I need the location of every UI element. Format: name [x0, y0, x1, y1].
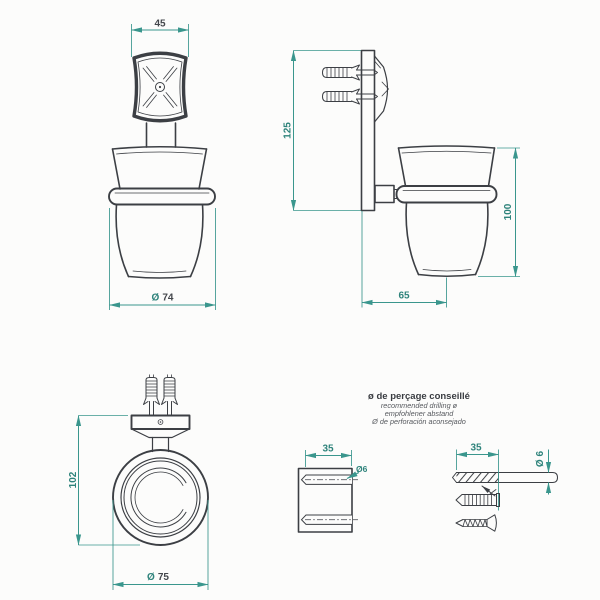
wall-screw-bottom	[322, 88, 378, 105]
mounting-stem-front	[145, 122, 177, 148]
holder-ring-front	[108, 187, 216, 206]
cup-height-dimension: 100	[478, 147, 520, 277]
wall-plate-side	[360, 49, 389, 212]
plate-height-value: 125	[283, 122, 294, 139]
glass-tumbler-front	[111, 145, 208, 190]
plate-cross-highlight	[142, 66, 178, 108]
hole-diameter-callout: Ø6	[346, 464, 368, 479]
drill-flutes	[456, 472, 499, 483]
wall-plate-top-view	[130, 414, 191, 453]
hole-depth-dimension: 35	[305, 444, 352, 467]
wall-offset-dimension: 65	[361, 211, 447, 308]
front-view: 45	[108, 19, 216, 310]
wall-cross-section	[297, 467, 358, 533]
holder-cup-side	[405, 201, 489, 278]
tumbler-circles-top-view	[112, 449, 209, 546]
legend-subtitle-en: recommended drilling ø	[381, 401, 458, 410]
drill-diameter-value: Ø 6	[535, 451, 546, 468]
plate-height-dimension: 125	[283, 50, 361, 211]
legend-subtitle-es: Ø de perforación aconsejado	[371, 417, 466, 426]
hatched-wall	[297, 467, 353, 533]
wall-plug	[455, 485, 500, 507]
hole-diameter-value: Ø6	[356, 464, 368, 474]
wall-anchor-right-top-view	[161, 374, 178, 416]
overall-depth-dimension: 102	[68, 415, 140, 546]
holder-cup-front	[115, 203, 204, 279]
side-view: 125	[283, 49, 520, 308]
screw-head	[486, 514, 497, 532]
diameter-symbol: Ø	[147, 572, 155, 583]
wall-plate-front	[132, 51, 188, 123]
cup-height-value: 100	[503, 203, 514, 220]
overall-depth-value: 102	[68, 471, 79, 488]
plug-fin-arrow	[481, 485, 496, 497]
diameter-symbol: Ø	[152, 293, 160, 304]
drill-bit	[452, 472, 558, 483]
legend-subtitle-de: empfohlener abstand	[385, 409, 454, 418]
drilling-legend: ø de perçage conseillé recommended drill…	[368, 391, 470, 426]
diameter-value: 74	[162, 293, 174, 304]
wall-anchor-left-top-view	[143, 374, 160, 416]
holder-ring-side	[395, 185, 498, 204]
drill-depth-value: 35	[470, 443, 482, 454]
wall-offset-value: 65	[398, 291, 410, 302]
legend-title: ø de perçage conseillé	[368, 391, 470, 402]
plate-width-dimension: 45	[131, 19, 189, 57]
drill-depth-dimension: 35	[456, 443, 499, 511]
wall-screw-top	[322, 64, 378, 81]
holder-arm	[374, 184, 398, 204]
drill-diameter-dimension: Ø 6	[535, 449, 552, 495]
glass-tumbler-side	[397, 145, 496, 187]
plate-width-value: 45	[154, 19, 166, 30]
diameter-value: 75	[158, 572, 170, 583]
mounting-screw	[455, 514, 497, 532]
drilling-guide: ø de perçage conseillé recommended drill…	[297, 391, 558, 533]
hole-depth-value: 35	[322, 444, 334, 455]
